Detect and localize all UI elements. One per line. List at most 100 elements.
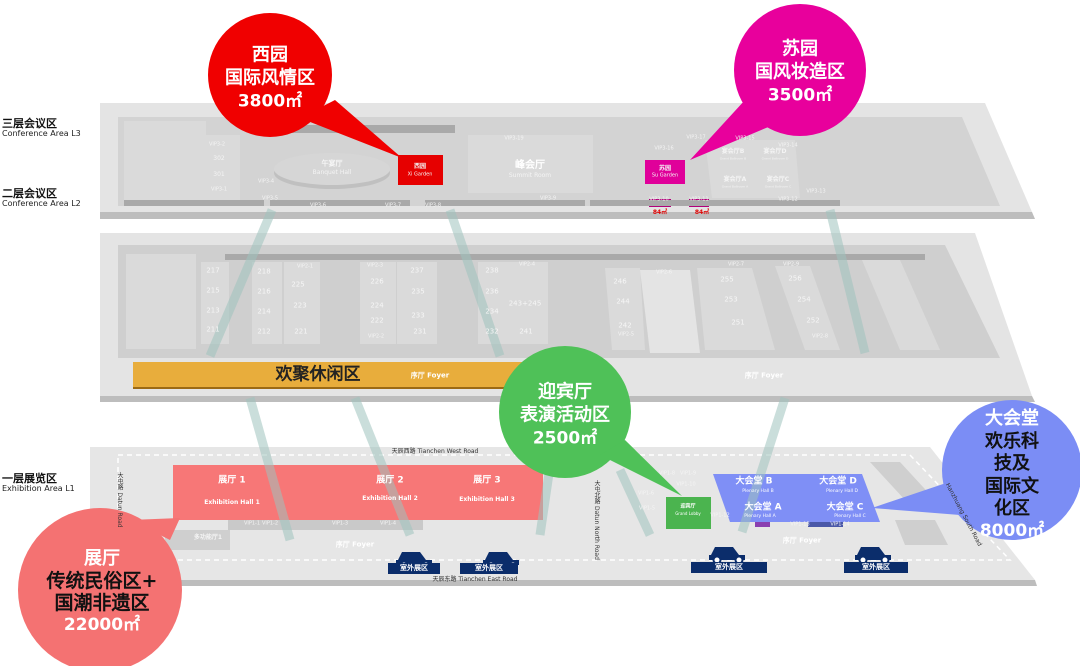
room-label: 215 xyxy=(206,286,220,295)
room-label: 238 xyxy=(485,266,499,275)
room-block xyxy=(360,262,396,344)
room-label: VIP1-4 xyxy=(379,520,397,527)
room-label: VIP1-12 xyxy=(710,512,730,519)
room-label: 254 xyxy=(797,295,811,304)
room-block xyxy=(252,262,282,344)
room-label: VIP2-2 xyxy=(367,333,385,340)
leisure-zone-label: 欢聚休闲区 xyxy=(275,364,361,385)
room-block xyxy=(862,260,940,350)
bubble-yingbin xyxy=(499,346,682,496)
room-label: 235 xyxy=(411,287,425,296)
road-label-west: 天辰西路 Tianchen West Road xyxy=(391,448,479,455)
corridor-bar xyxy=(590,200,840,206)
corridor-bar xyxy=(124,200,264,206)
room-label: 232 xyxy=(485,327,499,336)
room-label: 224 xyxy=(370,301,384,310)
bubble-xiyuan-text: 西园 国际风情区 3800㎡ xyxy=(225,44,315,113)
room-label: 256 xyxy=(788,274,802,283)
room-block xyxy=(640,270,700,353)
hall-1-label: 展厅 1 xyxy=(218,475,246,486)
outdoor-area-label: 室外展区 xyxy=(460,563,518,574)
bubble-title: 西园 xyxy=(252,44,288,66)
room-label: 241 xyxy=(519,327,533,336)
su-garden-room xyxy=(645,160,685,184)
hall-corridor xyxy=(333,520,423,530)
side-block xyxy=(870,462,935,500)
room-label: 218 xyxy=(257,267,271,276)
room-label: 301 xyxy=(213,171,225,178)
plenary-c-label-en: Plenary Hall C xyxy=(834,513,866,519)
bubble-zhanting xyxy=(18,508,182,666)
hall-3-label: 展厅 3 xyxy=(473,475,501,486)
room-label: 253 xyxy=(724,295,738,304)
bubble-xiyuan xyxy=(208,13,402,158)
room-label: 246 xyxy=(613,277,627,286)
floor-label-zh: 三层会议区 xyxy=(2,117,57,130)
room-label: VIP1-3 xyxy=(331,520,349,527)
corridor-bar xyxy=(225,254,925,260)
room-label: 237 xyxy=(410,266,424,275)
room-label: VIP1-9 xyxy=(679,470,697,477)
su-garden-label-en: Su Garden xyxy=(651,172,679,179)
hall-2-label: 展厅 2 xyxy=(376,475,404,486)
bubble-subtitle: 国潮非遗区 xyxy=(54,592,150,615)
room-label: VIP3-5 xyxy=(261,195,279,202)
bubble-subtitle: 传统民俗区+ xyxy=(46,569,158,592)
plenary-a-label: 大会堂 A xyxy=(744,502,782,513)
room-label: VIP2-4 xyxy=(518,261,536,268)
bubble-dahuitang-text: 大会堂 欢乐科技及 国际文化区 8000㎡ xyxy=(978,408,1046,542)
hall-2-label-en: Exhibition Hall 2 xyxy=(362,495,418,502)
bubble-subtitle: 国际文化区 xyxy=(985,475,1039,520)
outdoor-area-label: 室外展区 xyxy=(388,563,440,574)
hall-corridor xyxy=(228,520,358,530)
ballroom-a-label: 宴会厅A xyxy=(723,176,747,183)
road-label-datun-north: 大屯北路 Datun North Road xyxy=(593,480,600,560)
room-label: VIP1-14 xyxy=(830,521,850,528)
su-garden-label: 苏园 xyxy=(658,165,672,172)
foyer-label: 序厅 Foyer xyxy=(782,536,822,545)
side-block xyxy=(895,520,948,545)
room-label: 221 xyxy=(294,327,308,336)
room-label: VIP1-10 xyxy=(676,481,696,488)
car-icon xyxy=(396,547,891,570)
multi-hall-label: 多功能厅1 xyxy=(193,534,223,541)
xi-garden-label: 西园 xyxy=(413,163,427,170)
room-label: VIP2-8 xyxy=(811,333,829,340)
floor-label-en: Conference Area L2 xyxy=(2,198,81,208)
room-label: 243+245 xyxy=(508,299,542,308)
room-label: VIP3-9 xyxy=(539,195,557,202)
room-label: VIP3-10 xyxy=(649,196,669,203)
room-label: VIP2-5 xyxy=(617,331,635,338)
bubble-area: 2500㎡ xyxy=(532,428,598,449)
room-label: VIP2-1 xyxy=(296,263,314,270)
bubble-zhanting-text: 展厅 传统民俗区+ 国潮非遗区 22000㎡ xyxy=(47,548,158,636)
room-label: VIP3-12 xyxy=(778,196,798,203)
room-label: VIP3-6 xyxy=(309,202,327,209)
banquet-hall-label: 午宴厅 xyxy=(321,159,343,168)
bubble-suyuan xyxy=(690,4,866,160)
bubble-subtitle: 国际风情区 xyxy=(225,67,315,89)
plenary-b-label: 大会堂 B xyxy=(735,476,773,487)
room-block xyxy=(124,121,206,206)
room-label: 212 xyxy=(257,327,271,336)
room-label: VIP3-7 xyxy=(384,202,402,209)
bubble-area: 3800㎡ xyxy=(237,91,303,112)
room-label: VIP1-6 xyxy=(637,490,655,497)
room-label: VIP2-3 xyxy=(366,262,384,269)
room-label: 242 xyxy=(618,321,632,330)
room-label: VIP1-1 xyxy=(243,520,261,527)
l1-slab-edge xyxy=(90,580,1037,586)
room-label: VIP1-8 xyxy=(658,470,676,477)
plenary-a-label-en: Plenary Hall A xyxy=(744,513,776,519)
corridor-bar xyxy=(425,200,585,206)
bubble-area: 3500㎡ xyxy=(767,85,833,106)
bubble-title: 大会堂 xyxy=(985,408,1039,430)
room-label: VIP3-14 xyxy=(778,142,798,149)
floor-label-zh: 二层会议区 xyxy=(2,187,57,200)
bubble-area: 8000㎡ xyxy=(979,520,1045,541)
room-label: 214 xyxy=(257,307,271,316)
